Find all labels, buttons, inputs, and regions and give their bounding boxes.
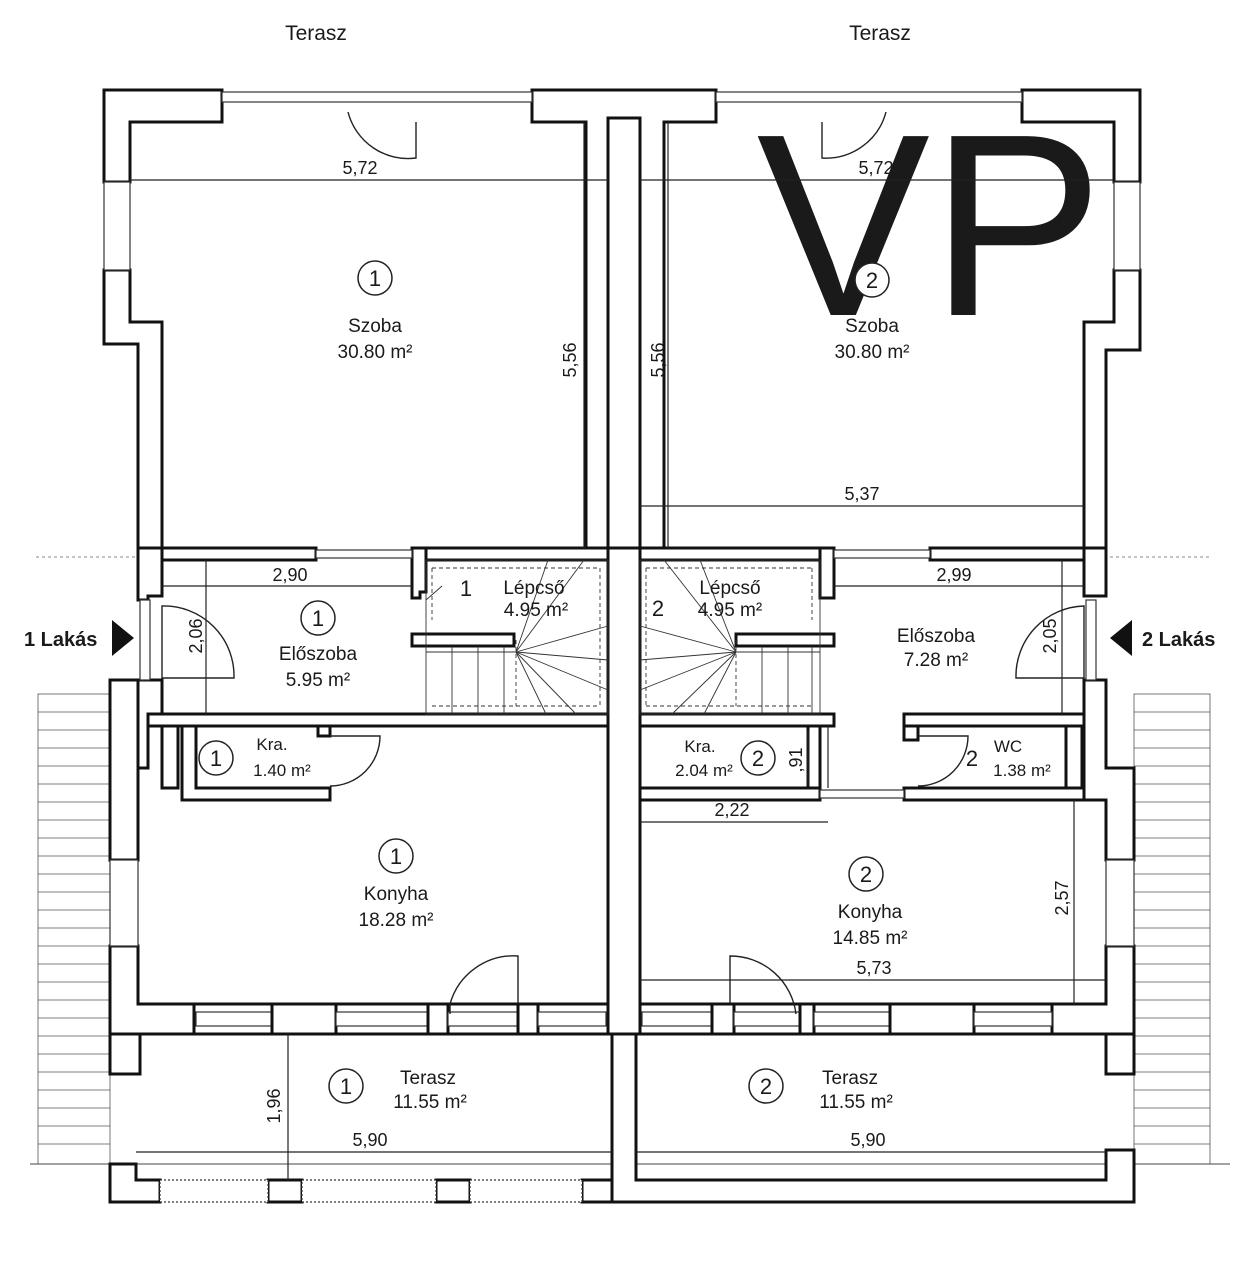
label-terrace-top-left: Terasz [285, 22, 347, 45]
room-eloszoba1: 1 Előszoba 5.95 m² [279, 600, 358, 691]
room-wc: 2 WC 1.38 m² [966, 737, 1051, 780]
left-steps-hatch [37, 693, 111, 1165]
door-konyha2 [729, 955, 797, 1015]
room-area: 30.80 m² [338, 342, 413, 363]
dim-eloszoba2-width: 2,99 [936, 565, 971, 585]
room-area: 14.85 m² [833, 928, 908, 949]
arrow-right-icon [112, 620, 134, 656]
dim-szoba2-width: 5,72 [858, 158, 893, 178]
dim-szoba1-depth: 5,56 [560, 342, 580, 377]
dim-eloszoba2-depth: 2,05 [1040, 618, 1060, 653]
door-szoba1 [347, 111, 417, 160]
room-area: 11.55 m² [819, 1092, 893, 1113]
room-number: 2 [652, 596, 664, 621]
dim-eloszoba1-width: 2,90 [272, 565, 307, 585]
room-number: 2 [866, 268, 878, 293]
room-number: 2 [860, 862, 872, 887]
dim-szoba2-depth: 5,56 [648, 342, 668, 377]
room-name: WC [994, 737, 1022, 756]
room-eloszoba2: Előszoba 7.28 m² [897, 626, 976, 671]
dim-szoba1-width: 5,72 [342, 158, 377, 178]
label-terrace-top-right: Terasz [849, 22, 911, 45]
watermark-logo: VP [757, 81, 1104, 371]
room-szoba2: 2 Szoba 30.80 m² [835, 262, 910, 363]
entrance-gap-right [1085, 599, 1097, 681]
room-konyha1: 1 Konyha 18.28 m² [359, 838, 434, 931]
room-number: 1 [369, 266, 381, 291]
room-number: 1 [460, 576, 472, 601]
room-name: Terasz [400, 1068, 456, 1089]
dim-szoba2-inner-width: 5,37 [844, 484, 879, 504]
room-terasz2: 2 Terasz 11.55 m² [748, 1068, 893, 1113]
room-name: Szoba [845, 316, 899, 337]
room-area: 11.55 m² [393, 1092, 467, 1113]
room-name: Konyha [364, 884, 429, 905]
room-name: Lépcső [699, 578, 760, 599]
room-konyha2: 2 Konyha 14.85 m² [833, 856, 908, 949]
dim-kra2-depth: ,91 [786, 747, 806, 772]
door-kra1 [329, 735, 381, 787]
doors[interactable] [161, 111, 1085, 1015]
dimension-lines [130, 122, 1114, 1180]
room-number: 2 [752, 746, 764, 771]
room-area: 7.28 m² [904, 650, 968, 671]
room-kra2: 2 Kra. 2.04 m² [675, 737, 776, 780]
door-entrance-left [161, 605, 235, 679]
room-area: 5.95 m² [286, 670, 350, 691]
dim-terasz2-width: 5,90 [850, 1130, 885, 1150]
room-name: Előszoba [897, 626, 976, 647]
dim-konyha2-width: 5,73 [856, 958, 891, 978]
room-name: Szoba [348, 316, 402, 337]
entrance-gap-left [139, 599, 151, 681]
entrance-right[interactable]: 2 Lakás [1110, 620, 1215, 656]
room-name: Konyha [838, 902, 903, 923]
entrance-label: 2 Lakás [1142, 629, 1215, 651]
room-name: Kra. [256, 735, 287, 754]
room-lepcso1: 1 Lépcső 4.95 m² [460, 576, 568, 621]
dim-konyha2-depth: 2,57 [1052, 880, 1072, 915]
door-wc [917, 735, 969, 787]
room-name: Előszoba [279, 644, 358, 665]
room-name: Lépcső [503, 578, 564, 599]
door-entrance-right [1015, 605, 1085, 679]
dim-eloszoba1-depth: 2,06 [186, 618, 206, 653]
room-number: 1 [340, 1074, 352, 1099]
stairs-right [639, 559, 821, 715]
room-area: 1.40 m² [253, 761, 311, 780]
dim-terasz1-depth: 1,96 [264, 1088, 284, 1123]
entrance-left[interactable]: 1 Lakás [24, 620, 134, 656]
room-number: 1 [210, 746, 222, 771]
room-terasz1: 1 Terasz 11.55 m² [328, 1068, 467, 1113]
room-area: 1.38 m² [993, 761, 1051, 780]
right-steps-hatch [1133, 693, 1211, 1165]
room-szoba1: 1 Szoba 30.80 m² [338, 260, 413, 363]
arrow-left-icon [1110, 620, 1132, 656]
room-area: 4.95 m² [698, 600, 762, 621]
room-lepcso2: 2 Lépcső 4.95 m² [652, 578, 762, 621]
stairs-left [425, 559, 609, 715]
dim-konyha2-upper-width: 2,22 [714, 800, 749, 820]
dim-terasz1-width: 5,90 [352, 1130, 387, 1150]
bottom-openings [195, 1002, 1053, 1036]
door-szoba2 [821, 111, 887, 159]
room-area: 30.80 m² [835, 342, 910, 363]
room-number: 1 [390, 844, 402, 869]
room-area: 2.04 m² [675, 761, 733, 780]
room-kra1: 1 Kra. 1.40 m² [198, 735, 311, 780]
room-name: Terasz [822, 1068, 878, 1089]
door-konyha1 [449, 955, 519, 1014]
room-number: 1 [312, 606, 324, 631]
room-number: 2 [966, 746, 978, 771]
entrance-label: 1 Lakás [24, 629, 97, 651]
room-number: 2 [760, 1074, 772, 1099]
room-name: Kra. [684, 737, 715, 756]
room-area: 4.95 m² [504, 600, 568, 621]
room-area: 18.28 m² [359, 910, 434, 931]
top-windows [103, 91, 1141, 1203]
